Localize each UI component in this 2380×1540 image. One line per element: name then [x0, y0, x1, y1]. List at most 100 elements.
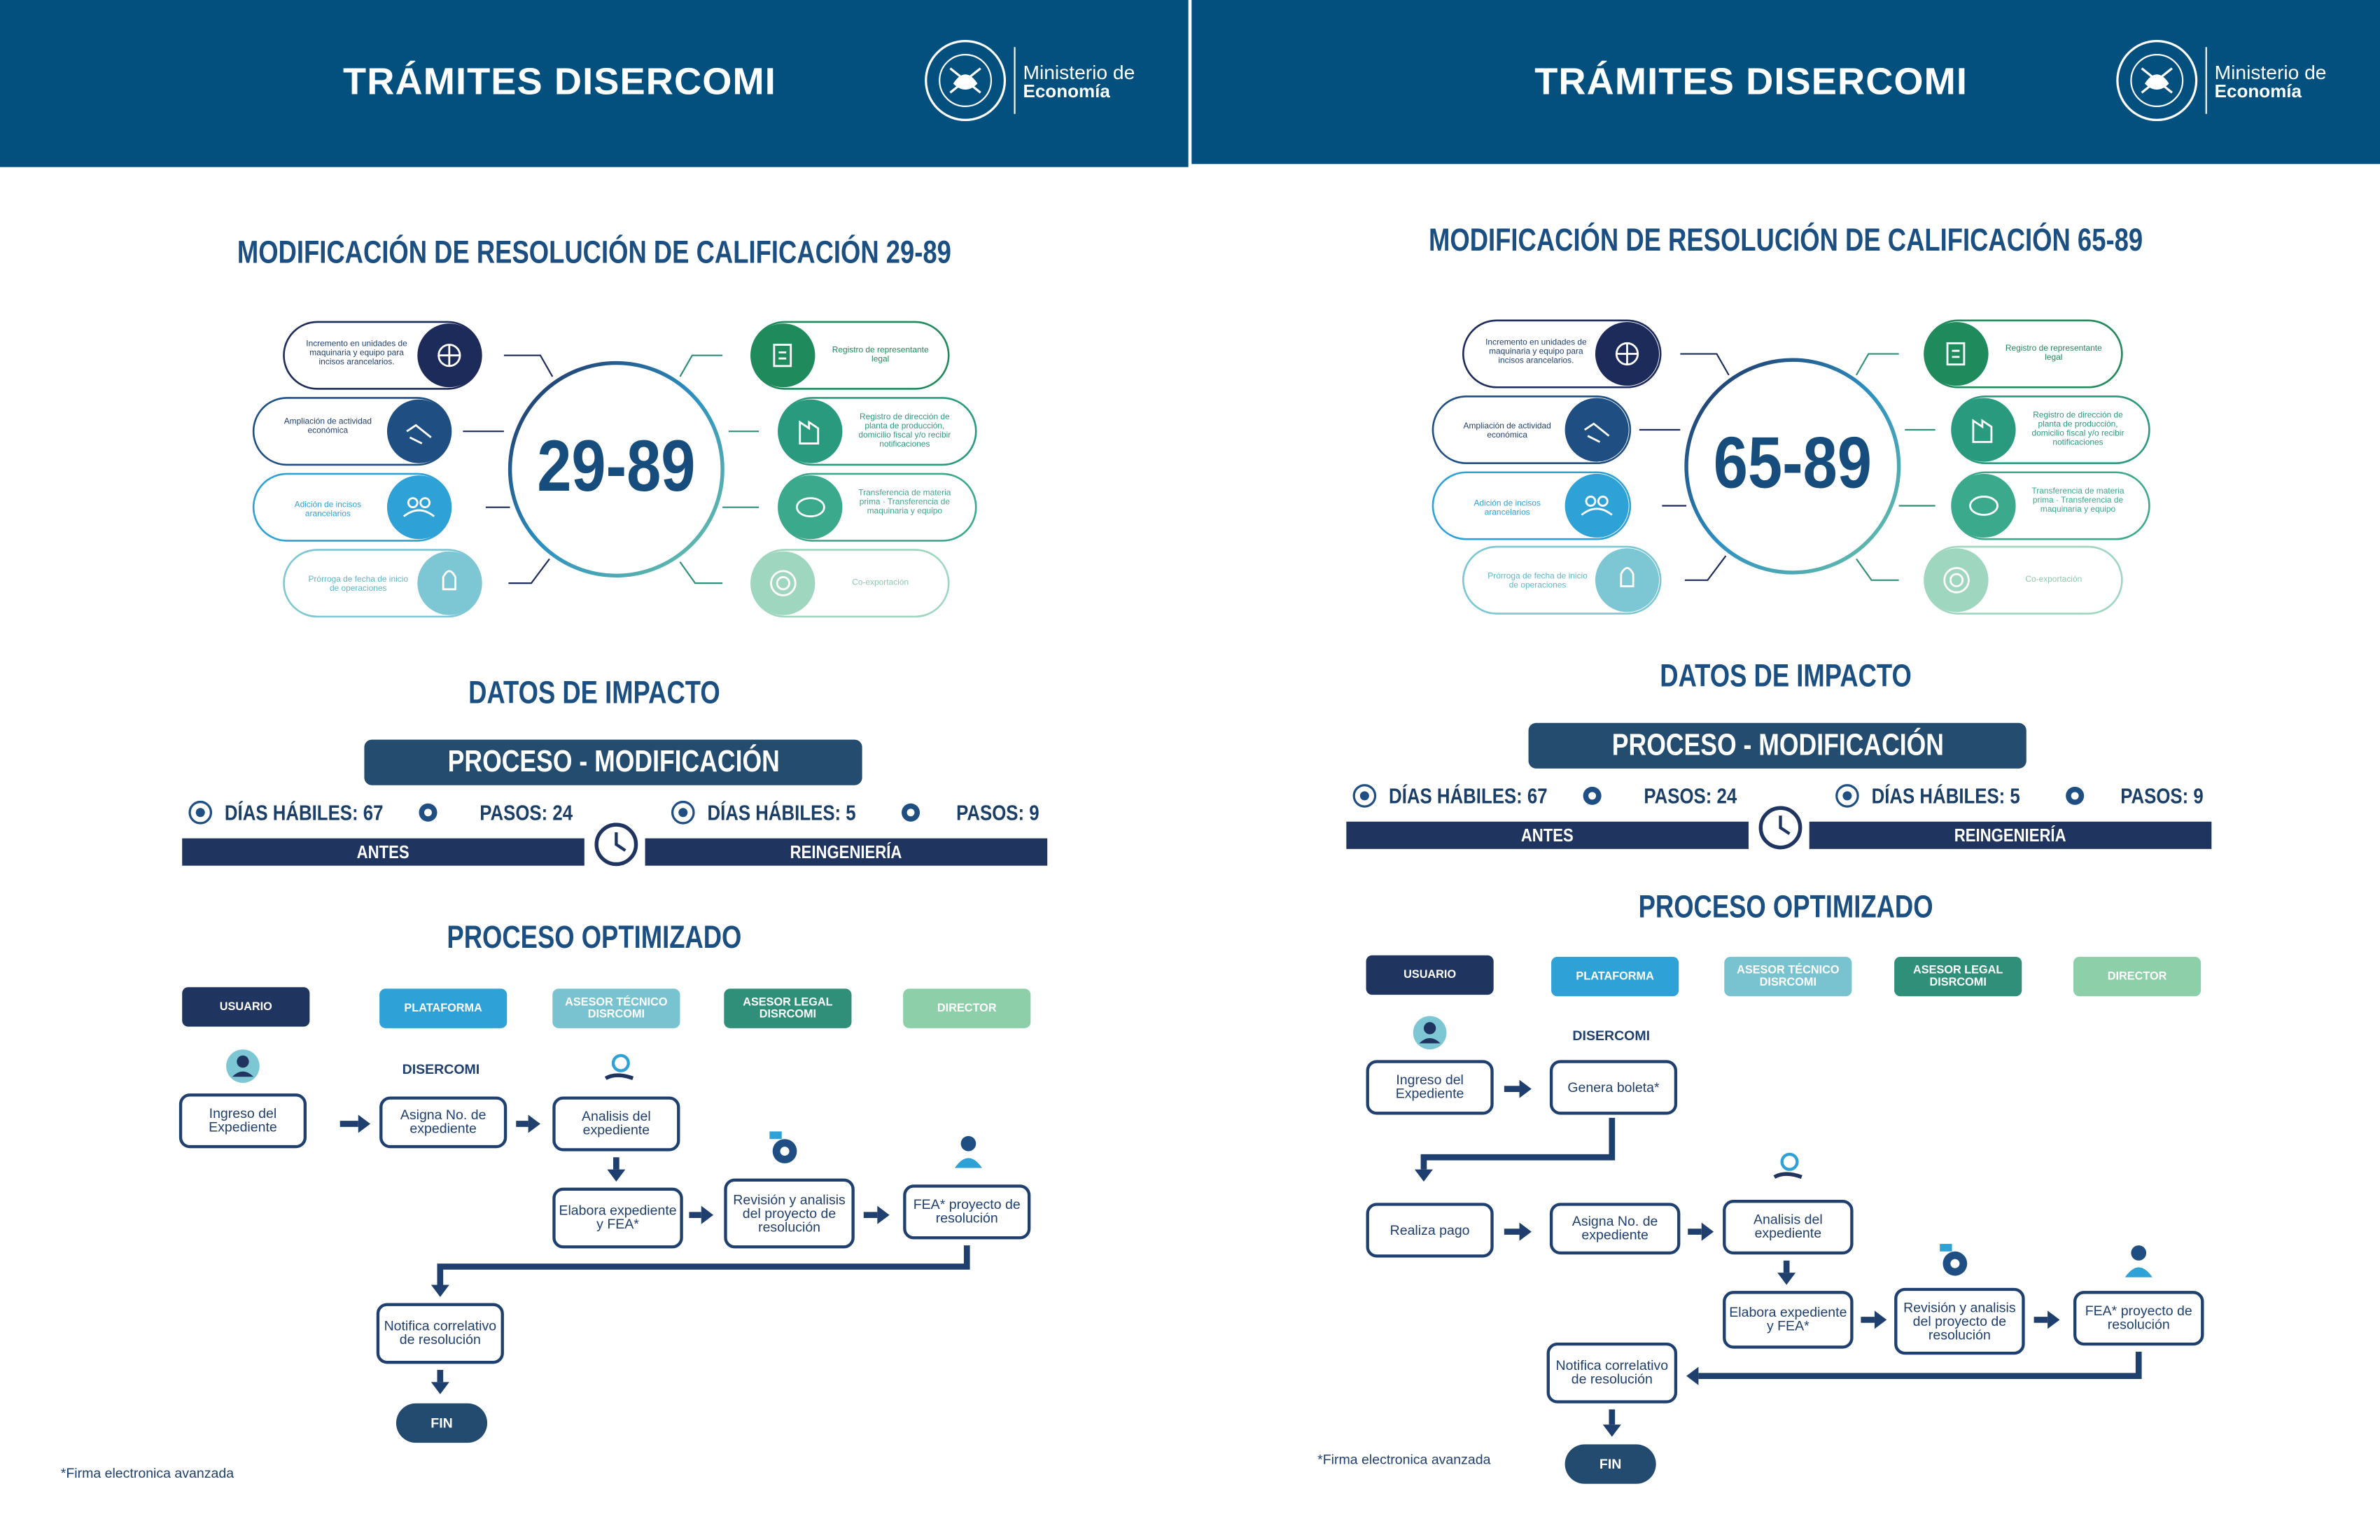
flow-arrows	[1414, 1079, 2142, 1437]
guatemala-seal-icon	[2116, 39, 2198, 122]
logo-separator	[2205, 47, 2207, 114]
left-panel: TRÁMITES DISERCOMI Ministerio de Economí…	[0, 0, 1189, 1540]
panel-divider	[1188, 0, 1192, 167]
left-item-2-label: Ampliación de actividad económica	[284, 417, 372, 436]
lane-usuario: USUARIO	[182, 987, 310, 1027]
lane-usuario: USUARIO	[1366, 955, 1494, 995]
gear-refresh-icon	[2066, 786, 2085, 805]
clock-icon	[1758, 806, 1802, 850]
logo-line-2: Economía	[2214, 80, 2302, 102]
director-icon	[954, 1135, 982, 1168]
sun-gear-icon	[188, 800, 213, 825]
guatemala-seal-icon	[925, 39, 1007, 122]
after-band: REINGENIERÍA	[1809, 821, 2212, 849]
lane-plataforma: PLATAFORMA	[379, 988, 507, 1028]
right-item-2-label: Registro de dirección de planta de produ…	[2031, 411, 2124, 449]
gear-refresh-icon	[419, 803, 438, 822]
after-label: REINGENIERÍA	[790, 841, 902, 863]
optimized-title: PROCESO OPTIMIZADO	[1638, 890, 1933, 925]
right-item-3-label: Transferencia de materia prima · Transfe…	[2031, 487, 2124, 515]
sun-gear-icon	[1352, 784, 1377, 808]
right-item-4-label: Co-exportación	[852, 578, 909, 588]
process-bar: PROCESO - MODIFICACIÓN	[1528, 722, 2026, 769]
ministry-logo: Ministerio de Economía	[923, 38, 1150, 129]
left-item-3-label: Adición de incisos arancelarios	[294, 500, 362, 520]
after-steps: PASOS: 9	[956, 800, 1040, 825]
step-asigna: Asigna No. de expediente	[379, 1096, 507, 1149]
user-icon	[226, 1049, 260, 1083]
step-ingreso: Ingreso del Expediente	[178, 1093, 307, 1149]
lane-plataforma: PLATAFORMA	[1551, 956, 1679, 997]
process-bar-label: PROCESO - MODIFICACIÓN	[1611, 729, 1944, 763]
center-number: 29-89	[537, 426, 696, 507]
page-title: MODIFICACIÓN DE RESOLUCIÓN DE CALIFICACI…	[237, 235, 951, 271]
before-label: ANTES	[357, 841, 410, 863]
fin-terminal: FIN	[396, 1403, 488, 1443]
gear-chat-icon	[769, 1131, 797, 1163]
calification-diagram	[252, 321, 977, 618]
lane-director: DIRECTOR	[2073, 956, 2202, 997]
after-band: REINGENIERÍA	[645, 838, 1048, 866]
step-genera-boleta: Genera boleta*	[1549, 1060, 1678, 1115]
step-realiza-pago: Realiza pago	[1366, 1203, 1494, 1258]
calification-diagram	[1432, 319, 2150, 615]
sun-gear-icon	[671, 800, 695, 825]
right-item-1-label: Registro de representante legal	[2005, 344, 2102, 363]
header-title: TRÁMITES DISERCOMI	[1534, 60, 1968, 104]
impact-title: DATOS DE IMPACTO	[1660, 659, 1912, 694]
step-fea: FEA* proyecto de resolución	[2073, 1291, 2204, 1346]
step-fea: FEA* proyecto de resolución	[903, 1184, 1031, 1240]
hand-gear-icon	[604, 1054, 634, 1080]
right-item-4-label: Co-exportación	[2025, 575, 2082, 585]
fin-terminal: FIN	[1564, 1444, 1656, 1484]
process-bar-label: PROCESO - MODIFICACIÓN	[447, 746, 780, 780]
lane-asesor-tecnico: ASESOR TÉCNICO DISRCOMI	[552, 988, 680, 1028]
user-icon	[1413, 1016, 1447, 1050]
right-panel: TRÁMITES DISERCOMI Ministerio de Economí…	[1191, 0, 2380, 1540]
after-label: REINGENIERÍA	[1954, 825, 2066, 846]
footnote: *Firma electronica avanzada	[60, 1465, 234, 1481]
gear-chat-icon	[1940, 1243, 1968, 1276]
gear-refresh-icon	[902, 803, 920, 822]
hand-gear-icon	[1773, 1152, 1802, 1180]
step-asigna: Asigna No. de expediente	[1549, 1203, 1681, 1255]
ministry-logo: Ministerio de Economía	[2115, 38, 2342, 129]
before-days: DÍAS HÁBILES: 67	[224, 800, 384, 825]
left-item-1-label: Incremento en unidades de maquinaria y e…	[306, 340, 407, 368]
after-steps: PASOS: 9	[2120, 783, 2204, 808]
before-band: ANTES	[182, 838, 584, 866]
lane-asesor-legal: ASESOR LEGAL DISRCOMI	[724, 988, 852, 1028]
impact-title: DATOS DE IMPACTO	[468, 676, 720, 711]
left-item-1-label: Incremento en unidades de maquinaria y e…	[1485, 338, 1587, 366]
disercomi-label: DISERCOMI	[402, 1061, 480, 1077]
before-steps: PASOS: 24	[1644, 783, 1737, 808]
lane-asesor-legal: ASESOR LEGAL DISRCOMI	[1894, 956, 2022, 997]
left-item-3-label: Adición de incisos arancelarios	[1474, 499, 1541, 518]
step-revision: Revisión y analisis del proyecto de reso…	[1894, 1287, 2025, 1355]
before-days: DÍAS HÁBILES: 67	[1389, 783, 1548, 808]
logo-line-1: Ministerio de	[2214, 60, 2327, 84]
right-item-1-label: Registro de representante legal	[832, 346, 929, 365]
logo-line-1: Ministerio de	[1023, 60, 1135, 84]
gear-refresh-icon	[1583, 786, 1602, 805]
director-icon	[2124, 1245, 2152, 1278]
step-revision: Revisión y analisis del proyecto de reso…	[724, 1178, 855, 1249]
page-title: MODIFICACIÓN DE RESOLUCIÓN DE CALIFICACI…	[1429, 223, 2143, 258]
step-elabora: Elabora expediente y FEA*	[552, 1187, 683, 1249]
header-bar: TRÁMITES DISERCOMI Ministerio de Economí…	[1191, 0, 2380, 164]
sun-gear-icon	[1835, 784, 1859, 808]
logo-line-2: Economía	[1023, 80, 1110, 102]
footnote: *Firma electronica avanzada	[1317, 1452, 1491, 1467]
before-label: ANTES	[1521, 825, 1574, 846]
optimized-title: PROCESO OPTIMIZADO	[447, 920, 742, 955]
after-days: DÍAS HÁBILES: 5	[1871, 783, 2020, 808]
right-item-3-label: Transferencia de materia prima · Transfe…	[858, 489, 951, 517]
step-ingreso: Ingreso del Expediente	[1366, 1060, 1494, 1115]
lane-asesor-tecnico: ASESOR TÉCNICO DISRCOMI	[1724, 956, 1852, 997]
step-analisis: Analisis del expediente	[1723, 1200, 1854, 1255]
before-band: ANTES	[1346, 821, 1749, 849]
center-ring	[507, 360, 724, 578]
center-ring	[1684, 358, 1901, 575]
flow-arrows	[340, 1114, 970, 1394]
left-item-2-label: Ampliación de actividad económica	[1463, 422, 1551, 441]
